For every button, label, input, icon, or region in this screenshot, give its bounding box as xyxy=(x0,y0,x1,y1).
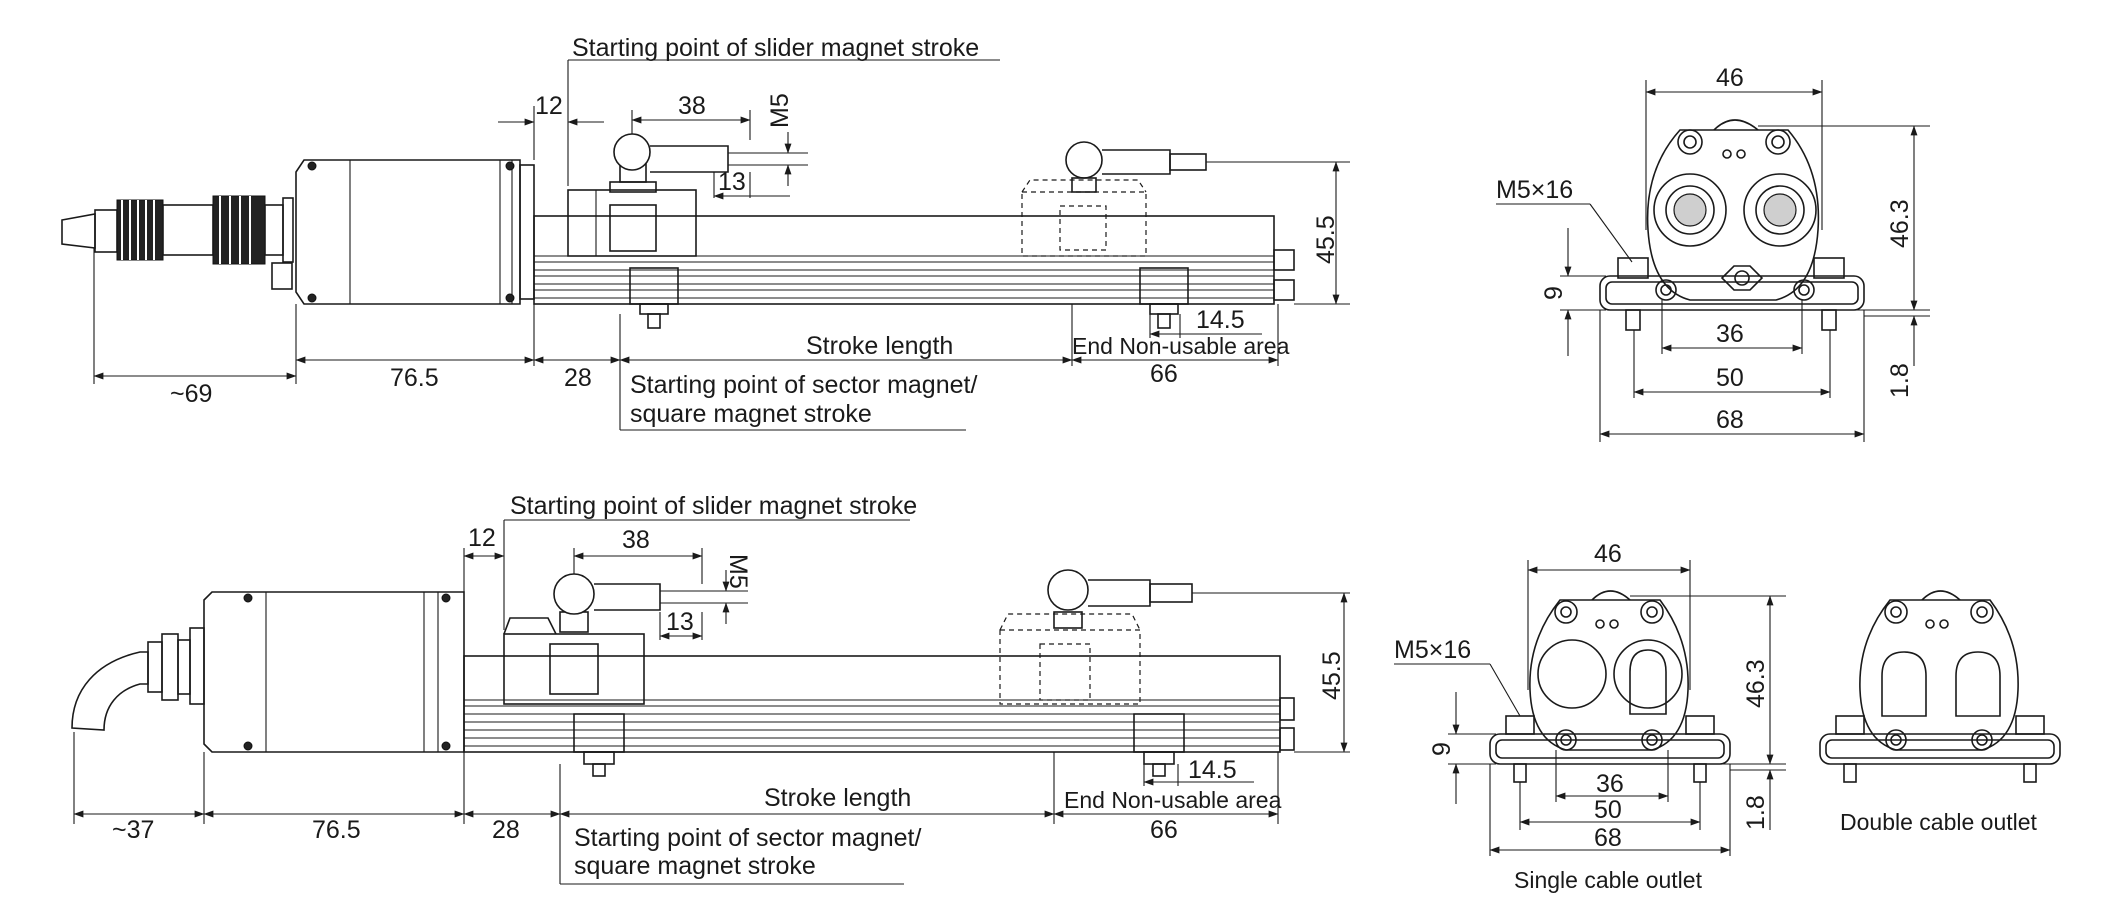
bottom-slider-start-label: Starting point of slider magnet stroke xyxy=(510,492,917,520)
bottom-slider-magnet xyxy=(503,573,730,705)
bottom-dim-66: 66 xyxy=(1150,816,1178,844)
bottom-dim-38: 38 xyxy=(622,526,650,554)
top-profile xyxy=(533,215,1295,305)
top-sector-start-label-2: square magnet stroke xyxy=(630,400,872,428)
top-end-dim-1-8: 1.8 xyxy=(1886,363,1914,398)
bottom-side-view: Starting point of slider magnet stroke 1… xyxy=(71,492,1350,885)
top-dim-14-5: 14.5 xyxy=(1196,306,1245,334)
single-end-dim-46: 46 xyxy=(1594,540,1622,568)
top-end-dim-46: 46 xyxy=(1716,64,1744,92)
bottom-dim-14-5: 14.5 xyxy=(1188,756,1237,784)
top-dim-m5: M5 xyxy=(766,93,794,128)
bottom-profile xyxy=(463,655,1295,753)
top-dim-13: 13 xyxy=(718,168,746,196)
bottom-dim-76-5: 76.5 xyxy=(312,816,361,844)
bottom-dim-12: 12 xyxy=(468,524,496,552)
top-clamps xyxy=(629,267,1189,329)
bottom-dim-13: 13 xyxy=(666,608,694,636)
top-dimension-lines xyxy=(93,59,1350,431)
bottom-housing xyxy=(203,591,465,753)
bottom-dimension-lines xyxy=(73,519,1350,885)
top-sector-start-label-1: Starting point of sector magnet/ xyxy=(630,371,977,399)
bottom-cable-gland xyxy=(71,627,205,731)
top-dim-28: 28 xyxy=(564,364,592,392)
top-dim-45-5: 45.5 xyxy=(1312,215,1340,264)
bottom-stroke-length-label: Stroke length xyxy=(764,784,911,812)
top-end-area-label: End Non-usable area xyxy=(1072,333,1290,359)
bottom-dim-m5: M5 xyxy=(724,554,752,589)
top-end-dim-9: 9 xyxy=(1540,286,1568,300)
single-end-dim-9: 9 xyxy=(1428,742,1456,756)
double-outlet-caption: Double cable outlet xyxy=(1840,809,2038,835)
single-end-dim-36: 36 xyxy=(1596,770,1624,798)
single-end-dim-68: 68 xyxy=(1594,824,1622,852)
top-housing xyxy=(295,159,535,305)
double-outlet-end-view: Double cable outlet xyxy=(1819,590,2061,835)
top-slider-magnet xyxy=(567,133,790,257)
single-end-dim-50: 50 xyxy=(1594,796,1622,824)
top-end-view: 46 46.3 1.8 9 M5×16 36 50 68 xyxy=(1496,64,1930,442)
top-cable-connector xyxy=(61,195,294,290)
bottom-sector-start-label-2: square magnet stroke xyxy=(574,852,816,880)
bottom-clamps xyxy=(573,713,1185,777)
top-stroke-length-label: Stroke length xyxy=(806,332,953,360)
top-slider-start-label: Starting point of slider magnet stroke xyxy=(572,34,979,62)
single-outlet-caption: Single cable outlet xyxy=(1514,867,1703,893)
top-dim-38: 38 xyxy=(678,92,706,120)
top-end-dim-68: 68 xyxy=(1716,406,1744,434)
top-end-screw-label: M5×16 xyxy=(1496,176,1573,204)
bottom-dim-cable: ~37 xyxy=(112,816,154,844)
bottom-dim-45-5: 45.5 xyxy=(1318,651,1346,700)
top-side-view: Starting point of slider magnet stroke 1… xyxy=(61,34,1350,431)
top-dim-cable: ~69 xyxy=(170,380,212,408)
top-end-dim-46-3: 46.3 xyxy=(1886,199,1914,248)
top-sector-magnet xyxy=(1021,141,1340,257)
single-end-dim-46-3: 46.3 xyxy=(1742,659,1770,708)
top-end-dim-36: 36 xyxy=(1716,320,1744,348)
bottom-sector-magnet xyxy=(999,569,1350,705)
single-end-dim-1-8: 1.8 xyxy=(1742,795,1770,830)
top-end-dim-50: 50 xyxy=(1716,364,1744,392)
top-dim-12: 12 xyxy=(535,92,563,120)
top-dim-76-5: 76.5 xyxy=(390,364,439,392)
bottom-sector-start-label-1: Starting point of sector magnet/ xyxy=(574,824,921,852)
bottom-end-area-label: End Non-usable area xyxy=(1064,787,1282,813)
bottom-dim-28: 28 xyxy=(492,816,520,844)
top-dim-66: 66 xyxy=(1150,360,1178,388)
single-outlet-end-view: 46 46.3 1.8 9 M5×16 36 50 68 Single cabl… xyxy=(1394,540,1786,893)
single-end-screw-label: M5×16 xyxy=(1394,636,1471,664)
